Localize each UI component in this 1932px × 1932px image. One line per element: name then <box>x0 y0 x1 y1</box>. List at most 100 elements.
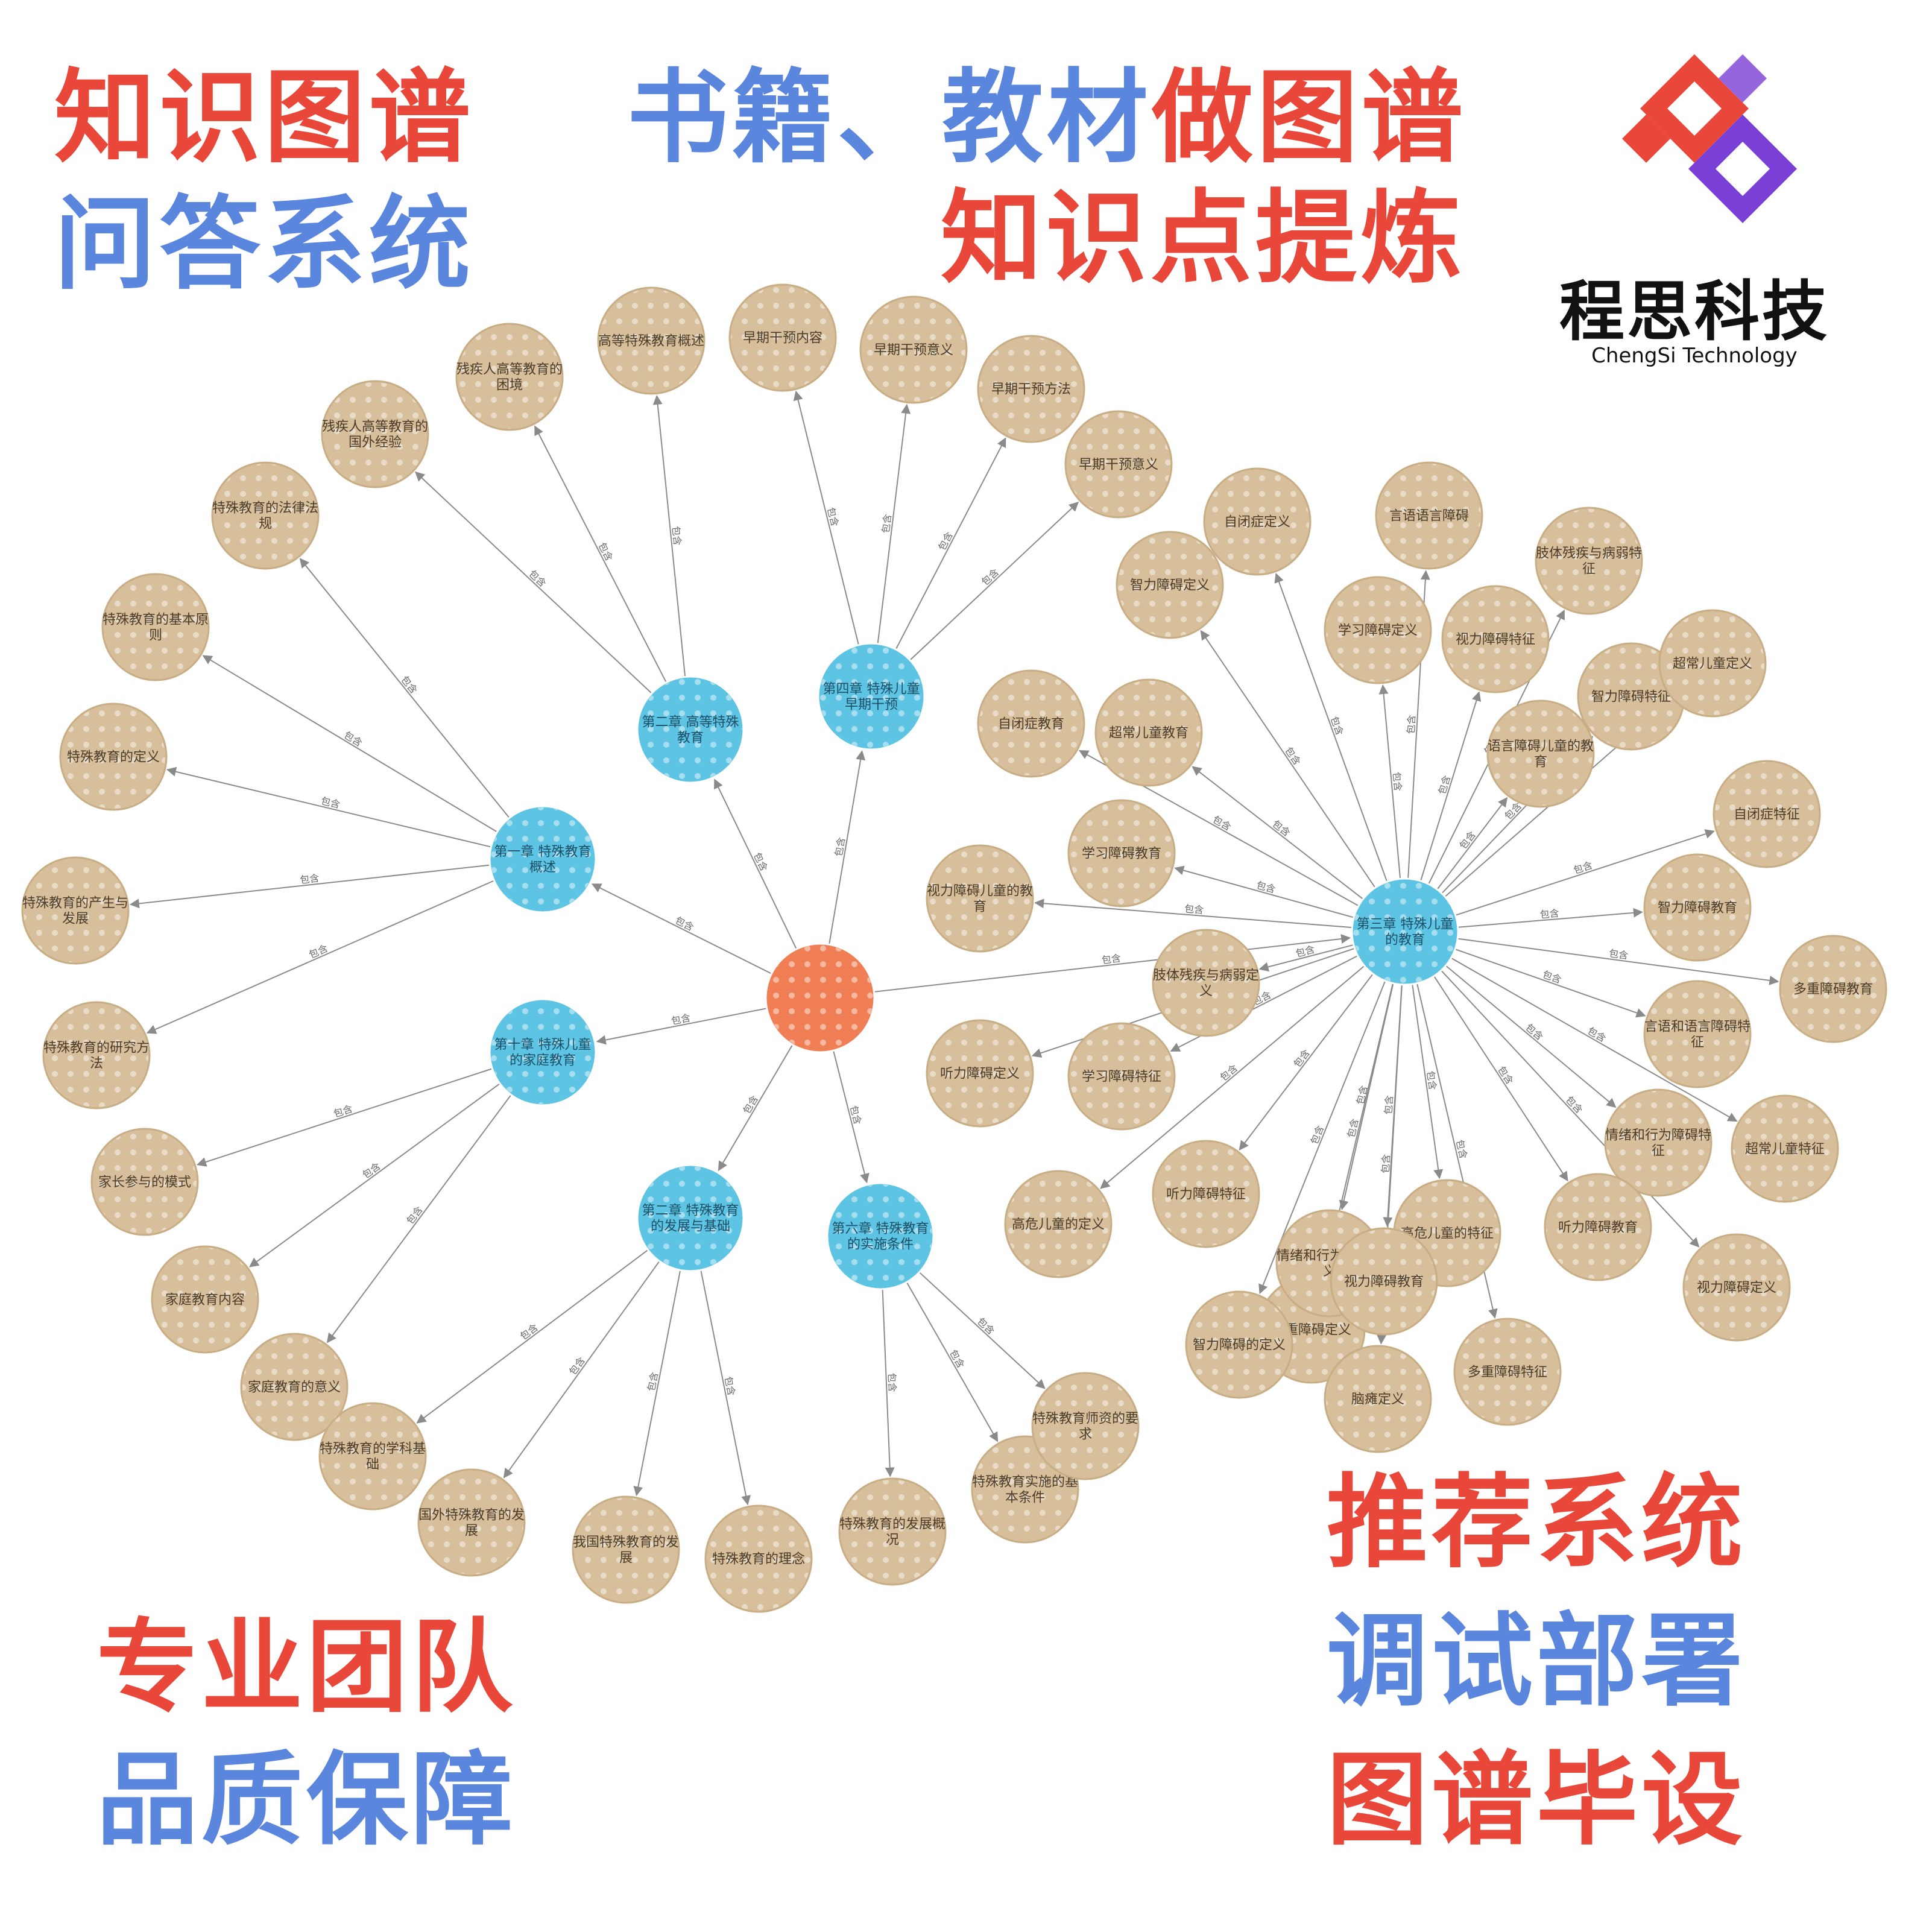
node-label: 第三章 特殊儿童的教育 <box>1357 917 1454 948</box>
leaf-node-l55[interactable]: 智力障碍的定义 <box>1185 1290 1293 1399</box>
graph-edge <box>1445 965 1617 1108</box>
leaf-node-l31[interactable]: 智力障碍定义 <box>1116 531 1224 639</box>
leaf-node-l20[interactable]: 特殊教育的发展概况 <box>838 1477 947 1586</box>
leaf-node-l25[interactable]: 听力障碍定义 <box>926 1019 1034 1128</box>
node-dot-overlay <box>1070 1024 1173 1128</box>
leaf-node-l12[interactable]: 特殊教育的研究方法 <box>42 1001 151 1110</box>
leaf-node-l32[interactable]: 自闭症定义 <box>1203 467 1312 576</box>
leaf-node-l29[interactable]: 超常儿童教育 <box>1094 678 1203 787</box>
edge-label: 包含 <box>1328 715 1346 737</box>
node-dot-overlay <box>1070 801 1173 905</box>
root-node-root[interactable] <box>765 942 876 1053</box>
node-label: 肢体残疾与病弱特征 <box>1536 546 1642 577</box>
graph-edge <box>196 1068 493 1167</box>
node-dot-overlay <box>829 1184 932 1288</box>
node-dot-overlay <box>491 807 595 911</box>
leaf-node-l41[interactable]: 超常儿童定义 <box>1658 609 1767 718</box>
node-dot-overlay <box>1715 762 1819 866</box>
leaf-node-l10[interactable]: 特殊教育的定义 <box>59 702 168 811</box>
leaf-node-l1[interactable]: 高等特殊教育概述 <box>597 286 706 395</box>
leaf-node-l53[interactable]: 视力障碍定义 <box>1682 1233 1791 1342</box>
leaf-node-l48[interactable]: 听力障碍教育 <box>1544 1173 1652 1281</box>
leaf-node-l18[interactable]: 我国特殊教育的发展 <box>572 1495 680 1604</box>
node-label: 我国特殊教育的发展 <box>573 1535 679 1566</box>
edge-label: 包含 <box>1539 908 1559 921</box>
chapter-node-c5[interactable]: 第二章 特殊教育的发展与基础 <box>636 1164 745 1272</box>
leaf-node-l47[interactable]: 超常儿童特征 <box>1731 1094 1839 1203</box>
node-dot-overlay <box>767 945 873 1051</box>
chapter-node-c4[interactable]: 第十章 特殊儿童的家庭教育 <box>488 998 597 1106</box>
leaf-node-l3[interactable]: 早期干预意义 <box>859 295 968 404</box>
node-label: 残疾人高等教育的困境 <box>456 362 563 393</box>
leaf-node-l42[interactable]: 自闭症特征 <box>1713 760 1821 868</box>
leaf-node-l27[interactable]: 学习障碍教育 <box>1067 799 1176 908</box>
graph-edge <box>1441 970 1700 1248</box>
leaf-node-l45[interactable]: 言语和语言障碍特征 <box>1643 980 1752 1088</box>
node-dot-overlay <box>321 1404 425 1508</box>
edge-label: 包含 <box>1218 1062 1240 1083</box>
chapter-node-c6[interactable]: 第六章 特殊教育的实施条件 <box>826 1182 935 1290</box>
leaf-node-l40[interactable]: 智力障碍特征 <box>1577 642 1685 751</box>
leaf-node-l30[interactable]: 肢体残疾与病弱定义 <box>1152 929 1260 1037</box>
edge-label: 包含 <box>670 526 683 546</box>
leaf-node-l52[interactable]: 多重障碍特征 <box>1453 1318 1562 1426</box>
node-label: 视力障碍儿童的教育 <box>927 884 1033 915</box>
leaf-node-l33[interactable]: 听力障碍特征 <box>1152 1140 1260 1248</box>
node-label: 高危儿童的定义 <box>1012 1217 1105 1233</box>
leaf-node-l38[interactable]: 言语语言障碍 <box>1375 461 1483 570</box>
chapter-node-c1[interactable]: 第一章 特殊教育概述 <box>488 805 597 914</box>
graph-edge <box>202 655 498 833</box>
node-dot-overlay <box>862 298 965 402</box>
chapter-node-c7[interactable]: 第三章 特殊儿童的教育 <box>1351 877 1459 986</box>
leaf-node-l54[interactable]: 脑瘫定义 <box>1324 1345 1432 1453</box>
edge-label: 包含 <box>671 1012 692 1027</box>
leaf-node-l22[interactable]: 特殊教育师资的要求 <box>1031 1372 1140 1480</box>
leaf-node-l2[interactable]: 早期干预内容 <box>728 283 837 392</box>
node-dot-overlay <box>1646 982 1749 1086</box>
chapter-node-c3[interactable]: 第四章 特殊儿童早期干预 <box>817 642 926 751</box>
leaf-node-l11[interactable]: 特殊教育的产生与发展 <box>21 856 130 965</box>
node-label: 超常儿童教育 <box>1109 726 1189 741</box>
graph-edge <box>874 934 1351 993</box>
node-label: 超常儿童特征 <box>1745 1142 1825 1157</box>
leaf-node-l26[interactable]: 高危儿童的定义 <box>1004 1170 1113 1278</box>
leaf-node-l7[interactable]: 残疾人高等教育的国外经验 <box>321 380 429 488</box>
graph-edge <box>918 1272 1046 1389</box>
leaf-node-l13[interactable]: 家长参与的模式 <box>90 1128 199 1236</box>
leaf-node-l34[interactable]: 学习障碍定义 <box>1324 576 1432 684</box>
node-label: 智力障碍的定义 <box>1193 1338 1286 1353</box>
node-label: 学习障碍特征 <box>1082 1070 1161 1085</box>
leaf-node-l5[interactable]: 早期干预意义 <box>1064 410 1173 519</box>
leaf-node-l28[interactable]: 学习障碍特征 <box>1067 1022 1176 1131</box>
leaf-node-l6[interactable]: 残疾人高等教育的困境 <box>455 323 564 431</box>
leaf-node-l8[interactable]: 特殊教育的法律法规 <box>211 461 320 570</box>
leaf-node-l4[interactable]: 早期干预方法 <box>977 335 1085 443</box>
leaf-node-l17[interactable]: 国外特殊教育的发展 <box>417 1468 526 1577</box>
node-label: 早期干预方法 <box>991 382 1071 397</box>
node-label: 自闭症特征 <box>1734 807 1800 822</box>
banner-books-part1: 书籍、教材 <box>627 57 1152 177</box>
leaf-node-l43[interactable]: 智力障碍教育 <box>1643 853 1752 962</box>
leaf-node-l37[interactable]: 语言障碍儿童的教育 <box>1486 699 1595 808</box>
leaf-node-l44[interactable]: 多重障碍教育 <box>1779 935 1887 1043</box>
graph-edge <box>1420 691 1482 882</box>
leaf-node-l14[interactable]: 家庭教育内容 <box>151 1245 259 1354</box>
graph-edge <box>248 1083 500 1267</box>
leaf-node-l46[interactable]: 情绪和行为障碍特征 <box>1604 1088 1713 1197</box>
graph-edge <box>633 1270 681 1497</box>
leaf-node-l19[interactable]: 特殊教育的理念 <box>704 1504 813 1613</box>
leaf-node-l15[interactable]: 家庭教育的意义 <box>240 1333 349 1441</box>
leaf-node-l39[interactable]: 肢体残疾与病弱特征 <box>1535 507 1643 615</box>
node-dot-overlay <box>1606 1091 1710 1195</box>
leaf-node-l16[interactable]: 特殊教育的学科基础 <box>318 1402 427 1511</box>
leaf-node-l9[interactable]: 特殊教育的基本原则 <box>101 573 210 681</box>
leaf-node-l36[interactable]: 视力障碍特征 <box>1441 585 1550 693</box>
chapter-node-c2[interactable]: 第二章 高等特殊教育 <box>636 675 745 784</box>
node-label: 家庭教育内容 <box>165 1293 245 1308</box>
leaf-node-l51[interactable]: 视力障碍教育 <box>1330 1227 1438 1336</box>
graph-edge <box>882 1289 895 1477</box>
leaf-node-l23[interactable]: 自闭症教育 <box>977 669 1085 778</box>
leaf-node-l24[interactable]: 视力障碍儿童的教育 <box>926 844 1034 953</box>
node-dot-overlay <box>1034 1374 1137 1478</box>
